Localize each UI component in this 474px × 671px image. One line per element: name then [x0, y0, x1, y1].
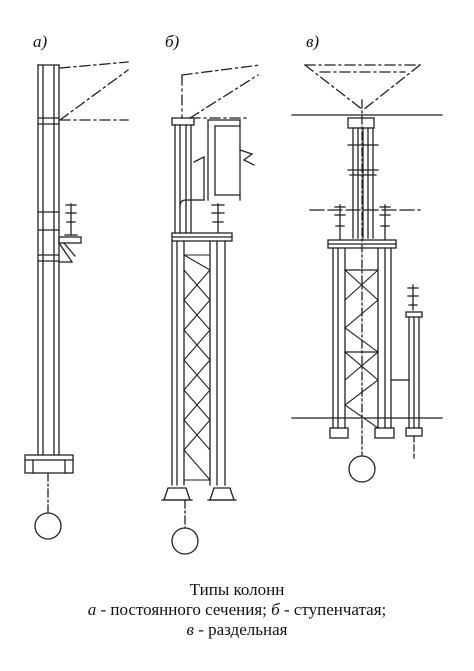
caption-text-a: - постоянного сечения; — [96, 600, 272, 619]
truss-b — [181, 64, 261, 119]
rail-b — [211, 203, 225, 233]
caption-text-v: - раздельная — [193, 620, 288, 639]
truss-v — [304, 64, 421, 111]
bases-v — [329, 427, 423, 439]
upper-shaft-b — [171, 117, 195, 234]
lower-shaft-v — [332, 247, 392, 429]
shaft-a — [37, 64, 60, 456]
truss-a — [59, 61, 129, 121]
hook-b — [179, 199, 195, 207]
crane-girder-b — [207, 119, 255, 201]
label-b: б) — [165, 32, 180, 51]
lower-shaft-b — [171, 240, 226, 486]
rail-a — [64, 203, 78, 236]
label-v: в) — [306, 32, 319, 51]
column-a: а) — [24, 32, 129, 540]
rails-v — [334, 204, 391, 241]
column-types-drawing: а) — [24, 32, 443, 555]
bracket-a — [58, 236, 82, 263]
caption-key-v: в — [186, 620, 194, 639]
column-b: б) — [161, 32, 261, 555]
lacing-b — [183, 254, 211, 481]
caption-text-b: - ступенчатая; — [279, 600, 387, 619]
caption-key-a: а — [87, 600, 97, 619]
axis-marker-b — [171, 527, 199, 555]
caption-line-1: а - постоянного сечения; б - ступенчатая… — [0, 600, 474, 620]
axis-marker-a — [34, 512, 62, 540]
caption-key-b: б — [271, 600, 280, 619]
caption-line-2: в - раздельная — [0, 620, 474, 640]
bases-b — [161, 487, 237, 501]
axis-marker-v — [348, 455, 376, 483]
base-a — [24, 454, 74, 474]
step-brace-b — [193, 156, 205, 201]
side-column-v — [391, 284, 423, 429]
top-shaft-v — [347, 117, 379, 239]
label-a: а) — [33, 32, 48, 51]
caption-title: Типы колонн — [189, 580, 285, 599]
column-v: в) — [291, 32, 443, 483]
